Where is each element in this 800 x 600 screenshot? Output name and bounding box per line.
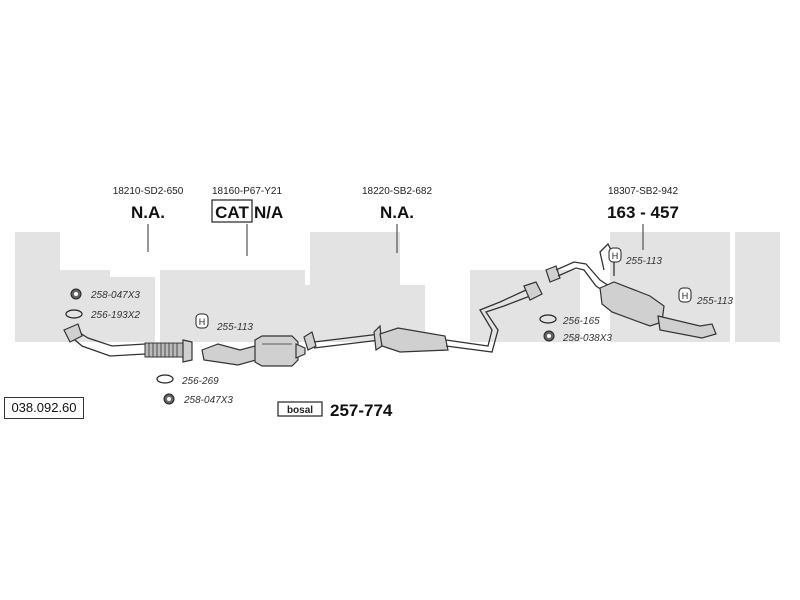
nut-icon [543, 330, 555, 342]
reference-number: 038.092.60 [4, 397, 84, 419]
hanger-icon: H [608, 247, 622, 263]
hanger-rear-right-part-number: 255-113 [696, 296, 733, 307]
front-pipe-label: N.A. [131, 203, 165, 222]
nut-mid-part-number: 258-047X3 [183, 395, 233, 406]
nut-icon [70, 288, 82, 300]
hanger-icon: H [195, 313, 209, 329]
oem-number-front: 18210-SD2-650 [113, 186, 184, 197]
rear-silencer [545, 242, 717, 339]
hanger-rear-top-part-number: 255-113 [625, 256, 662, 267]
gasket-front-part-number: 256-193X2 [90, 310, 140, 321]
svg-text:H: H [682, 291, 689, 301]
leader-lines [147, 224, 644, 256]
gasket-icon [65, 309, 83, 319]
front-pipe [63, 323, 193, 363]
middle-pipe [303, 281, 543, 353]
oem-number-rear: 18307-SB2-942 [608, 186, 678, 197]
kit-logo: bosal [287, 405, 313, 416]
nut-icon [163, 393, 175, 405]
middle-pipe-label: N.A. [380, 203, 414, 222]
gasket-icon [539, 314, 557, 324]
cat-box [211, 199, 253, 223]
gasket-rear-part-number: 256-165 [562, 316, 600, 327]
kit-logo-box [277, 401, 323, 417]
cat-label: CAT [215, 203, 249, 222]
catalytic-converter [201, 335, 306, 367]
oem-number-cat: 18160-P67-Y21 [212, 186, 282, 197]
bosal-watermark [15, 232, 780, 342]
gasket-icon [156, 374, 174, 384]
hanger-cat-part-number: 255-113 [216, 322, 253, 333]
nut-front-part-number: 258-047X3 [90, 290, 140, 301]
svg-text:H: H [612, 251, 619, 261]
kit-number: 257-774 [330, 401, 393, 420]
rear-silencer-label: 163 - 457 [607, 203, 679, 222]
cat-na-label: N/A [254, 203, 283, 222]
oem-number-middle: 18220-SB2-682 [362, 186, 432, 197]
gasket-mid-part-number: 256-269 [181, 376, 219, 387]
nut-rear-part-number: 258-038X3 [562, 333, 612, 344]
hanger-icon: H [678, 287, 692, 303]
svg-text:H: H [199, 317, 206, 327]
